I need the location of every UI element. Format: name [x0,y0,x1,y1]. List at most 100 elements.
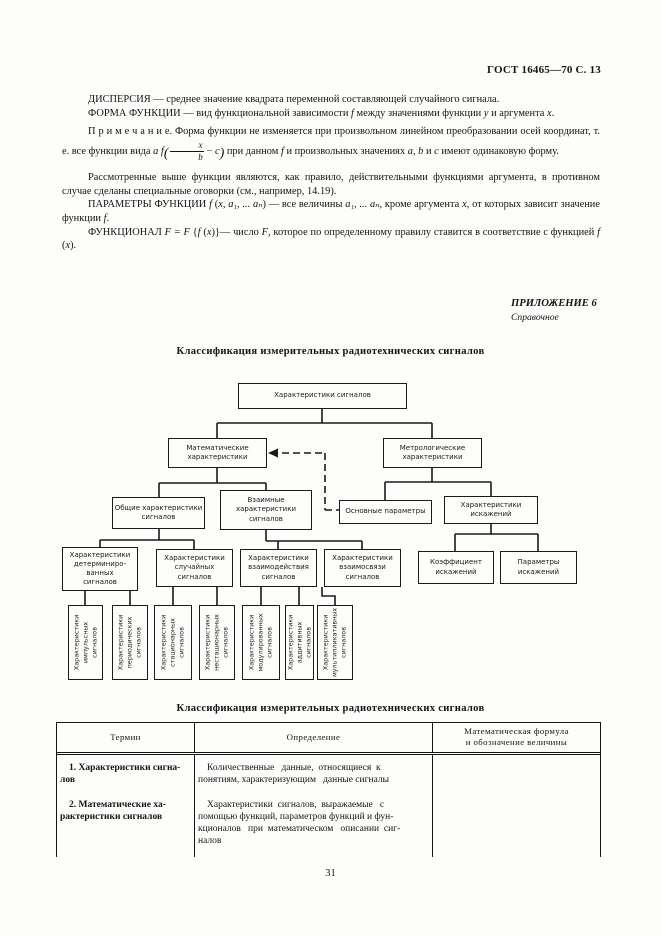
appendix-label: ПРИЛОЖЕНИЕ 6 [511,298,597,309]
text-segment: и [423,146,435,158]
appendix-block: ПРИЛОЖЕНИЕ 6 Справочное [511,298,597,324]
vertical-label: Характеристики стационарных сигналов [159,614,186,671]
vertical-label: Характеристики модулированных сигналов [247,613,274,672]
text-segment: между значениями функции [353,107,484,119]
text-segment: a, b [407,146,424,158]
node-modulated-signals: Характеристики модулированных сигналов [242,605,280,680]
text-segment: , которое по определенному правилу стави… [268,226,598,238]
text-segment: ( [62,240,66,252]
node-stationary-signals: Характеристики стационарных сигналов [154,605,192,680]
table-title: Классификация измерительных радиотехниче… [176,703,485,714]
text-segment: F [261,226,269,238]
node-basic-parameters: Основные параметры [339,500,432,524]
classification-diagram: Классификация измерительных радиотехниче… [0,340,661,690]
definition-cell: Количественные данные, относящиеся к пон… [198,762,389,785]
text-segment: f [209,199,212,211]
text-segment: и аргумента [488,107,547,119]
table-header-definition: Определение [195,723,433,752]
text-segment: . [551,107,555,119]
table-header-term: Термин [57,723,195,752]
term-cell: 1. Характеристики сигна- лов [60,762,181,785]
vertical-label: Характеристики нестационарных сигналов [203,614,230,671]
text-segment: f [103,212,107,224]
table-header-formula: Математическая формула и обозначение вел… [464,726,569,748]
text-segment: ФОРМА ФУНКЦИИ — вид функциональной завис… [88,107,352,119]
text-segment: c [434,146,439,158]
body-paragraph: ДИСПЕРСИЯ — среднее значение квадрата пе… [62,93,600,107]
text-segment: f [351,107,354,119]
appendix-sublabel: Справочное [511,312,559,323]
text-segment: a₁, ... aₙ [345,199,380,211]
vertical-label: Характеристики аддитивных сигналов [286,614,312,671]
text-segment: f [280,146,284,158]
node-mutual-signal-characteristics: Взаимные характеристики сигналов [220,490,312,530]
body-paragraph: Рассмотренные выше функции являются, как… [62,171,600,198]
table-column-term: 1. Характеристики сигна- лов 2. Математи… [57,754,195,857]
text-segment: ( [200,226,207,238]
text-segment: f [597,226,601,238]
body-paragraph: П р и м е ч а н и е. Форма функции не из… [62,122,600,163]
node-distortion-characteristics: Характеристики искажений [444,496,538,524]
term-cell: 2. Математические ха- рактеристики сигна… [60,799,166,822]
text-segment: c [214,146,220,158]
node-mathematical-characteristics: Математические характеристики [168,438,267,468]
node-random-signals: Характеристики случайных сигналов [156,549,233,587]
node-distortion-parameters: Параметры искажений [500,551,577,584]
text-segment: , кроме аргумента [379,199,463,211]
text-segment: ) — все величины [262,199,346,211]
diagram-connectors [84,409,539,605]
node-deterministic-signals: Характеристики детерминиро- ванных сигна… [62,547,138,591]
paren: ) [219,146,225,162]
table-column-definition: Количественные данные, относящиеся к пон… [195,754,433,857]
text-segment: ПАРАМЕТРЫ ФУНКЦИИ [88,199,210,211]
text-segment: − [206,146,215,158]
node-multiplicative-signals: Характеристики мультипликативных сигнало… [317,605,353,680]
text-segment: и произвольных значениях [283,146,408,158]
node-periodic-signals: Характеристики периодических сигналов [112,605,148,680]
page-number: 31 [325,868,336,879]
node-additive-signals: Характеристики аддитивных сигналов [285,605,314,680]
table-body: 1. Характеристики сигна- лов 2. Математи… [57,754,600,857]
body-paragraph: ФУНКЦИОНАЛ F = F {f (x)}— число F, котор… [62,226,600,253]
connector-lines [84,409,539,605]
text-segment: при данном [224,146,281,158]
node-distortion-coefficient: Коэффициент искажений [418,551,494,584]
text-segment: a f [153,146,164,158]
vertical-label: Характеристики импульсных сигналов [72,614,98,671]
text-segment: имеют одинаковую форму. [438,146,559,158]
text-segment: f [197,226,201,238]
vertical-label: Характеристики периодических сигналов [116,614,143,671]
text-segment: x, a₁, ... aₙ [218,199,263,211]
body-paragraph: ФОРМА ФУНКЦИИ — вид функциональной завис… [62,107,600,121]
text-segment: Рассмотренные выше функции являются, как… [62,172,600,197]
node-general-signal-characteristics: Общие характеристики сигналов [112,497,205,529]
paren: ( [163,146,169,162]
node-pulse-signals: Характеристики импульсных сигналов [68,605,103,680]
node-metrological-characteristics: Метрологические характеристики [383,438,482,468]
vertical-label: Характеристики мультипликативных сигнало… [321,607,348,678]
text-segment: у [483,107,489,119]
body-text: ДИСПЕРСИЯ — среднее значение квадрата пе… [62,93,600,253]
text-segment: П р и м е ч а н и е. Форма функции не из… [62,126,600,158]
text-segment: х [546,107,552,119]
body-paragraph: ПАРАМЕТРЫ ФУНКЦИИ f (x, a₁, ... aₙ) — вс… [62,198,600,225]
table-header-row: Термин Определение Математическая формул… [57,723,600,755]
text-segment: . [106,212,110,224]
text-segment: ( [211,199,219,211]
diagram-title: Классификация измерительных радиотехниче… [176,346,485,357]
node-signal-characteristics: Характеристики сигналов [238,383,407,409]
definition-cell: Характеристики сигналов, выражаемые с по… [198,799,401,846]
node-interaction-signals: Характеристики взаимодействия сигналов [240,549,317,587]
text-segment: )}— число [211,226,262,238]
arrowhead-icon [268,448,278,458]
table-column-formula [433,755,600,857]
text-segment: F = F [164,226,190,238]
node-nonstationary-signals: Характеристики нестационарных сигналов [199,605,235,680]
text-segment: x [206,226,212,238]
text-segment: { [189,226,198,238]
text-segment: x [462,199,467,211]
dashed-feedback-line [271,452,339,511]
text-segment: ФУНКЦИОНАЛ [88,226,165,238]
